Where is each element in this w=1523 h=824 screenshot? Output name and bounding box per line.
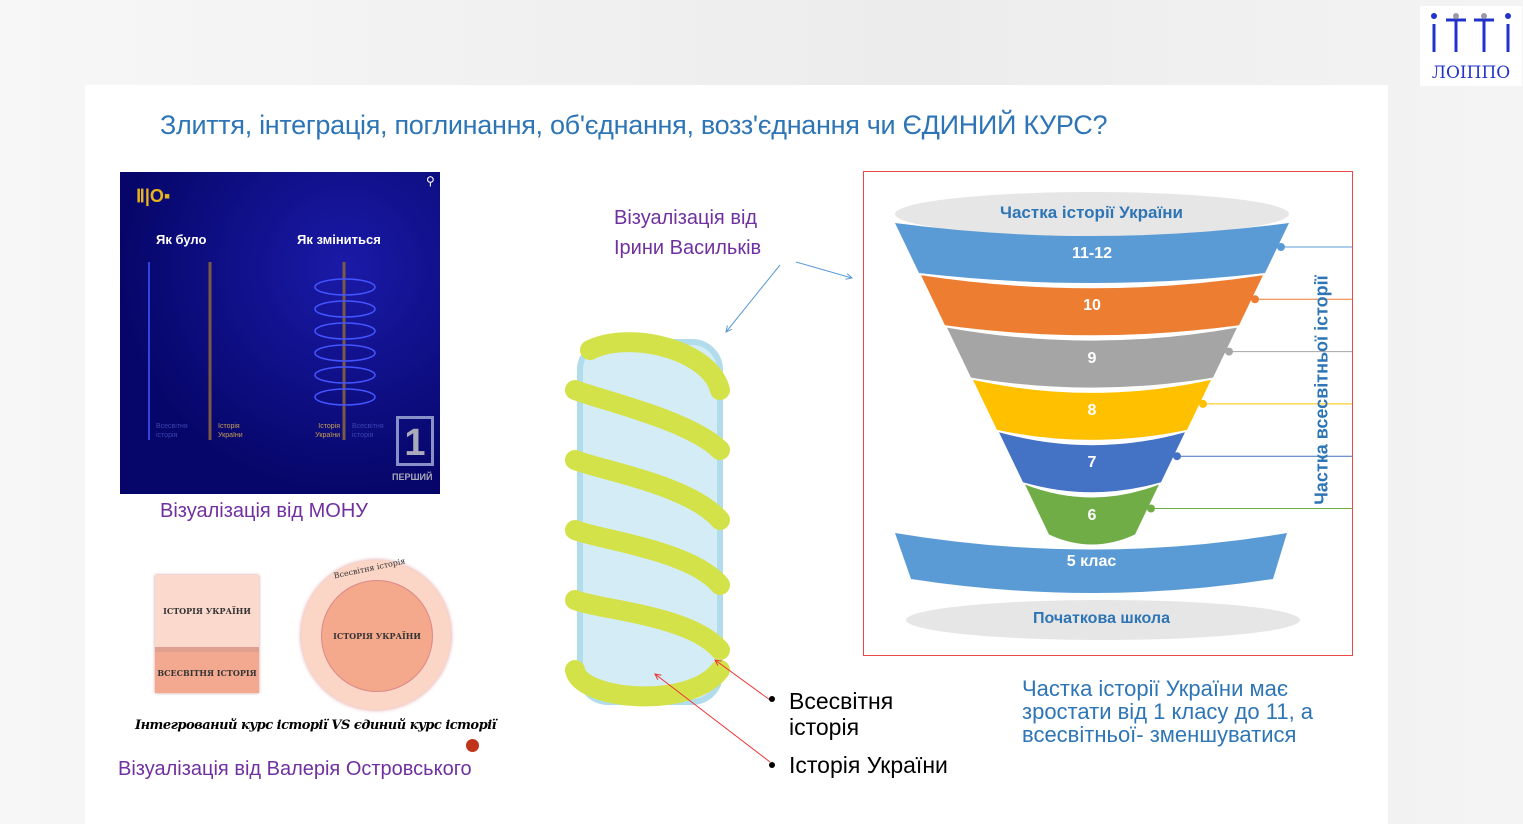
circle-ukraine-history: ІСТОРІЯ УКРАЇНИ — [321, 580, 433, 692]
after-label: Як зміниться — [297, 232, 381, 247]
funnel-level-10 — [921, 275, 1263, 336]
ukraine-history-label-2: Історія України — [315, 423, 340, 439]
loippo-logo: ЛОІППО — [1420, 6, 1522, 86]
leader-dot — [1173, 452, 1181, 461]
funnel-level-label: 8 — [1087, 401, 1097, 419]
before-label: Як було — [156, 232, 207, 247]
channel-badge: 1 — [396, 416, 434, 466]
single-course-circle: ІСТОРІЯ УКРАЇНИ Всесвітня історія — [301, 557, 451, 710]
leader-dot — [1147, 504, 1155, 513]
funnel-level-label: 6 — [1087, 506, 1097, 524]
handwritten-caption: Інтегрований курс історії VS єдиний курс… — [135, 718, 497, 733]
funnel-level-6 — [1025, 484, 1159, 545]
funnel-level-label: 10 — [1083, 297, 1101, 315]
funnel-base-label: 5 клас — [1066, 553, 1117, 570]
mon-lines — [148, 262, 376, 440]
leader-dot — [1199, 399, 1207, 408]
world-history-label-2: Всесвітня історія — [352, 423, 384, 439]
ostrovsky-caption: Візуалізація від Валерія Островського — [118, 758, 472, 780]
funnel-diagram — [863, 171, 1353, 656]
leader-dot — [1225, 347, 1233, 356]
mon-caption: Візуалізація від МОНУ — [160, 500, 368, 522]
spiral-diagram — [565, 261, 870, 768]
funnel-level-label: 9 — [1087, 349, 1097, 367]
legend-ukraine-history: Історія України — [789, 752, 948, 778]
funnel-level-label: 7 — [1087, 454, 1097, 472]
funnel-level-9 — [947, 327, 1237, 388]
leader-dot — [1251, 295, 1259, 304]
integrated-box: ІСТОРІЯ УКРАЇНИ ВСЕСВІТНЯ ІСТОРІЯ — [155, 575, 259, 693]
funnel-level-11-12 — [895, 223, 1289, 283]
funnel-level-7 — [999, 432, 1185, 493]
world-history-label: Всесвітня історія — [156, 423, 188, 439]
funnel-level-label: 11-12 — [1071, 245, 1113, 262]
note-text: Частка історії України має зростати від … — [1022, 676, 1314, 747]
channel-badge-text: ПЕРШИЙ — [392, 472, 433, 482]
ukraine-history-label: Історія України — [218, 423, 243, 439]
logo-text: ЛОІППО — [1431, 63, 1511, 83]
funnel-level-8 — [973, 379, 1211, 440]
funnel-side-label: Частка всесвітньої історії — [1311, 275, 1332, 505]
leader-dot — [1277, 243, 1285, 251]
funnel-svg — [895, 192, 1352, 640]
slide-title: Злиття, інтеграція, поглинання, об'єднан… — [160, 110, 1108, 140]
red-dot — [466, 739, 479, 752]
box-ukraine-history: ІСТОРІЯ УКРАЇНИ — [155, 575, 259, 652]
funnel-top-label: Частка історії України — [1000, 203, 1183, 222]
mon-visualization: Ⅱ|O▪ ⚲ Як було Як зміниться Всесвітня іс… — [120, 172, 440, 494]
zoom-icon[interactable]: ⚲ — [426, 174, 435, 188]
box-world-history: ВСЕСВІТНЯ ІСТОРІЯ — [155, 652, 259, 693]
ministry-logo: Ⅱ|O▪ — [136, 186, 171, 206]
funnel-bottom-label: Початкова школа — [1032, 610, 1170, 627]
legend-world-history: Всесвітня історія — [789, 688, 894, 740]
